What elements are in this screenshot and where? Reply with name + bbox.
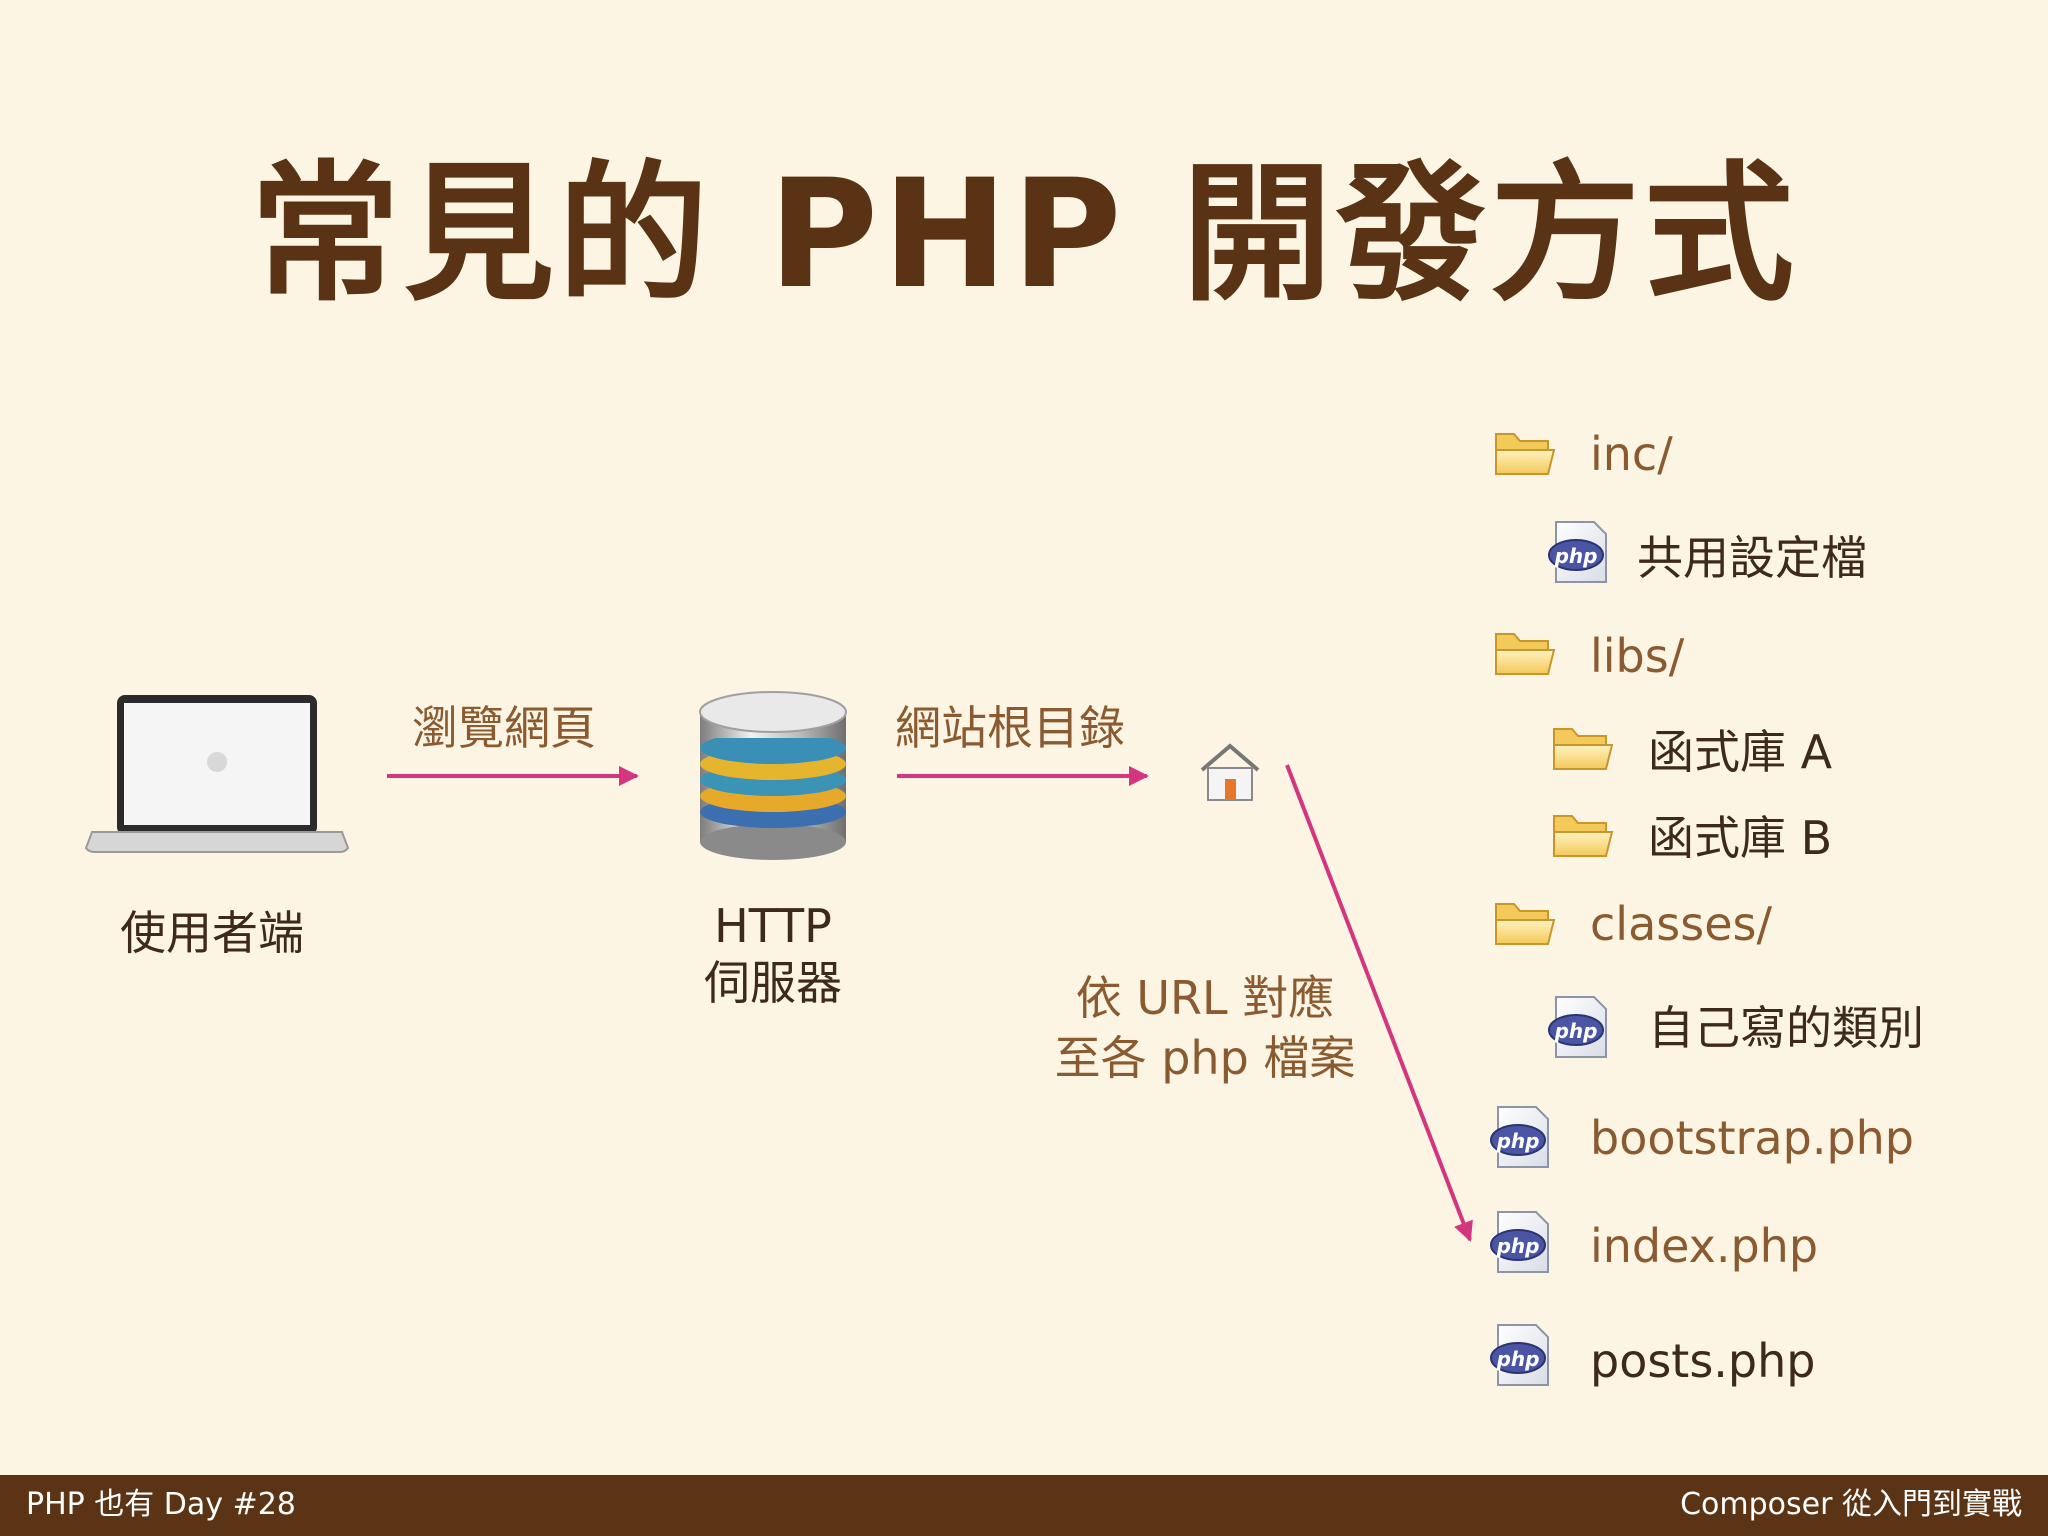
folder-icon [1553,815,1614,857]
php-badge-text: php [1496,1347,1540,1371]
tree-item-libs: libs/ [1590,629,1685,683]
database-server-icon [699,691,847,860]
folder-icon [1495,633,1556,675]
footer-bar: PHP 也有 Day #28 Composer 從入門到實戰 [0,1475,2048,1536]
diagram-graphics: php php php ph [84,433,1614,1386]
footer-right-text: Composer 從入門到實戰 [1680,1487,2022,1522]
folder-icon [1495,433,1556,475]
tree-item-own-classes: 自己寫的類別 [1648,1001,1924,1055]
folder-icon [1495,903,1556,945]
mapping-label-line2: 至各 php 檔案 [1054,1031,1356,1085]
arrow-docroot-label: 網站根目錄 [895,701,1125,755]
arrow-browse-label: 瀏覽網頁 [412,701,596,755]
server-label-line2: 伺服器 [704,956,842,1010]
home-icon [1200,743,1260,801]
tree-item-library-b: 函式庫 B [1648,811,1833,865]
php-badge-text: php [1554,1019,1598,1043]
slide-title: 常見的 PHP 開發方式 [250,148,1798,322]
folder-icon [1553,728,1614,770]
php-badge-text: php [1496,1234,1540,1258]
tree-item-classes: classes/ [1590,897,1772,951]
php-badge-text: php [1496,1129,1540,1153]
tree-item-library-a: 函式庫 A [1648,725,1833,779]
php-badge-text: php [1554,544,1598,568]
php-file-icon: php [1548,521,1607,583]
tree-item-shared-config: 共用設定檔 [1637,531,1867,585]
laptop-icon [84,695,350,853]
tree-item-index: index.php [1590,1219,1819,1273]
php-file-icon: php [1548,996,1607,1058]
mapping-label-line1: 依 URL 對應 [1075,971,1335,1025]
arrow-mapping [1285,764,1473,1242]
tree-item-bootstrap: bootstrap.php [1590,1111,1914,1165]
footer-left-text: PHP 也有 Day #28 [26,1487,296,1522]
tree-item-inc: inc/ [1590,427,1673,481]
tree-item-posts: posts.php [1590,1334,1816,1388]
php-file-icon: php [1490,1211,1549,1273]
server-label-line1: HTTP [714,899,832,953]
client-label: 使用者端 [120,906,304,960]
php-file-icon: php [1490,1106,1549,1168]
php-file-icon: php [1490,1324,1549,1386]
